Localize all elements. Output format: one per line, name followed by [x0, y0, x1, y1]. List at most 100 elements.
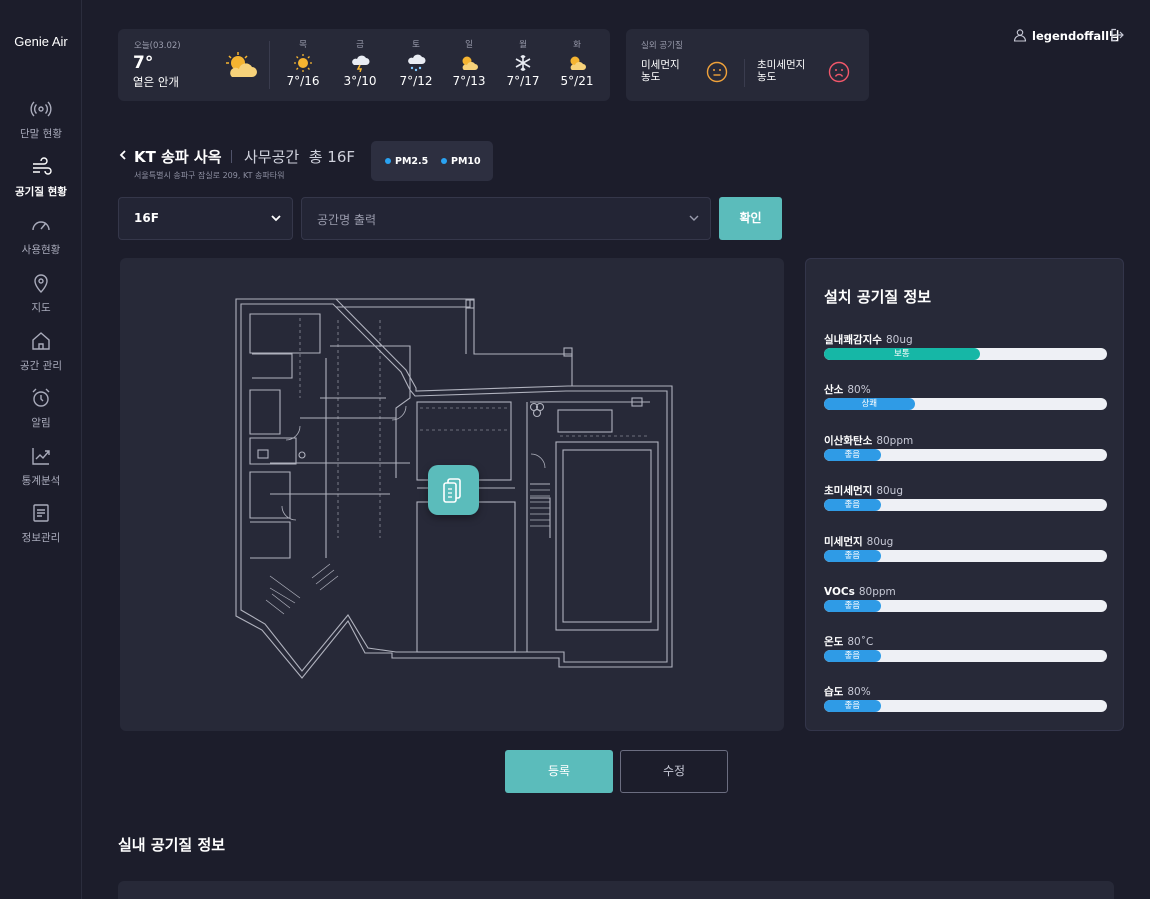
- confirm-button[interactable]: 확인: [719, 197, 782, 240]
- metric-value: 80ug: [885, 334, 913, 346]
- today-date-label: 오늘(03.02): [134, 41, 181, 51]
- antenna-icon: [30, 101, 52, 117]
- neutral-face-icon: [706, 61, 728, 83]
- metric-label: 실내쾌감지수: [824, 334, 882, 346]
- metric-bar-fill: 좋음: [824, 449, 881, 461]
- space-type: 사무공간 총 16F: [244, 148, 356, 166]
- metric-value: 80ppm: [858, 586, 896, 598]
- gauge-icon: [32, 221, 50, 231]
- metric-bar: 좋음: [824, 499, 1107, 511]
- sidebar-item-label: 사용현황: [21, 244, 61, 256]
- metric-bar: 좋음: [824, 650, 1107, 662]
- pm25-tag: PM2.5: [385, 156, 428, 167]
- air-sensor-marker[interactable]: [428, 465, 479, 515]
- forecast-day: 화 5°/21: [557, 38, 597, 88]
- metric-label: 이산화탄소: [824, 435, 873, 447]
- forecast-day-name: 목: [299, 40, 307, 50]
- pm-tag-box: PM2.5 PM10: [371, 141, 493, 181]
- metric-bar-fill: 좋음: [824, 650, 881, 662]
- forecast-day: 일 7°/13: [449, 38, 489, 88]
- alarm-icon: [32, 388, 50, 407]
- metric-label: 습도: [824, 686, 844, 698]
- pm10-tag-label: PM10: [451, 156, 481, 167]
- forecast-day-name: 토: [412, 40, 420, 50]
- pm10-label-line1: 미세먼지: [641, 59, 680, 71]
- app-logo: Genie Air: [14, 34, 68, 49]
- forecast-temp: 7°/16: [286, 74, 320, 88]
- sidebar-item-usage[interactable]: 사용현황: [0, 214, 82, 257]
- site-address: 서울특별시 송파구 잠실로 209, KT 송파타워: [134, 171, 285, 180]
- metric-value: 80ug: [876, 485, 903, 497]
- back-chevron-icon[interactable]: [118, 148, 128, 162]
- metric-label: 온도: [824, 636, 844, 648]
- floor-select-value: 16F: [134, 211, 159, 225]
- indoor-air-section-panel: [118, 881, 1114, 899]
- space-select[interactable]: 공간명 출력: [301, 197, 711, 240]
- sidebar-item-label: 통계분석: [21, 475, 61, 487]
- sidebar-item-label: 단말 현황: [20, 128, 62, 140]
- metric-bar: 보통: [824, 348, 1107, 360]
- metric-bar-fill: 좋음: [824, 600, 881, 612]
- info-panel-title: 설치 공기질 정보: [824, 288, 932, 306]
- metric-bar: 좋음: [824, 449, 1107, 461]
- pm25-tag-label: PM2.5: [395, 156, 429, 167]
- sidebar-item-map[interactable]: 지도: [0, 272, 82, 315]
- register-button[interactable]: 등록: [505, 750, 613, 793]
- space-select-placeholder: 공간명 출력: [317, 213, 377, 227]
- forecast-day-name: 월: [519, 40, 527, 50]
- metric-label: 미세먼지: [824, 536, 863, 548]
- forecast-temp: 7°/12: [399, 74, 433, 88]
- sidebar: Genie Air 단말 현황 공기질 현황 사용현황 지도 공간 관리 알림: [0, 0, 82, 899]
- sidebar-item-label: 정보관리: [21, 532, 61, 544]
- title-divider: [231, 150, 232, 163]
- sidebar-item-device-status[interactable]: 단말 현황: [0, 98, 82, 141]
- sun-cloud-icon: [570, 56, 586, 70]
- sidebar-item-label: 알림: [31, 417, 51, 429]
- indoor-air-section-title: 실내 공기질 정보: [118, 836, 226, 854]
- thunder-icon: [352, 55, 370, 72]
- today-temperature: 7°: [133, 53, 154, 73]
- snowflake-icon: [515, 55, 531, 71]
- forecast-day-name: 화: [573, 40, 581, 50]
- metric-bar-fill: 좋음: [824, 700, 881, 712]
- edit-button[interactable]: 수정: [620, 750, 728, 793]
- pm25-label-line2: 농도: [757, 71, 777, 83]
- sidebar-item-label: 공간 관리: [20, 360, 62, 372]
- forecast-day: 목 7°/16: [283, 38, 323, 88]
- forecast-day: 금 3°/10: [340, 38, 380, 88]
- metric-bar: 좋음: [824, 550, 1107, 562]
- sidebar-item-label: 지도: [31, 302, 51, 314]
- metric-bar: 좋음: [824, 600, 1107, 612]
- metric-bar: 상쾌: [824, 398, 1107, 410]
- metric-bar-fill: 상쾌: [824, 398, 915, 410]
- floor-select[interactable]: 16F: [118, 197, 293, 240]
- forecast-day-name: 일: [465, 40, 473, 50]
- sidebar-item-statistics[interactable]: 통계분석: [0, 445, 82, 488]
- floor-plan-drawing: [235, 298, 673, 679]
- pm25-label: 초미세먼지 농도: [757, 59, 821, 83]
- sidebar-item-space-management[interactable]: 공간 관리: [0, 330, 82, 373]
- sidebar-item-info-management[interactable]: 정보관리: [0, 502, 82, 545]
- outdoor-air-label: 실외 공기질: [641, 41, 683, 51]
- pm10-label-line2: 농도: [641, 71, 661, 83]
- sensor-device-icon: [443, 478, 461, 503]
- map-pin-icon: [34, 274, 48, 293]
- sidebar-item-label: 공기질 현황: [15, 186, 67, 198]
- weather-divider: [269, 41, 270, 89]
- user-name[interactable]: legendoffall님: [1032, 29, 1120, 43]
- logout-icon[interactable]: [1110, 28, 1124, 42]
- outdoor-air-card: 실외 공기질 미세먼지 농도 초미세먼지 농도: [626, 29, 869, 101]
- today-description: 옅은 안개: [133, 75, 179, 89]
- sidebar-item-alarm[interactable]: 알림: [0, 387, 82, 430]
- metric-bar: 좋음: [824, 700, 1107, 712]
- sidebar-item-air-quality[interactable]: 공기질 현황: [0, 156, 82, 199]
- metric-bar-fill: 좋음: [824, 550, 881, 562]
